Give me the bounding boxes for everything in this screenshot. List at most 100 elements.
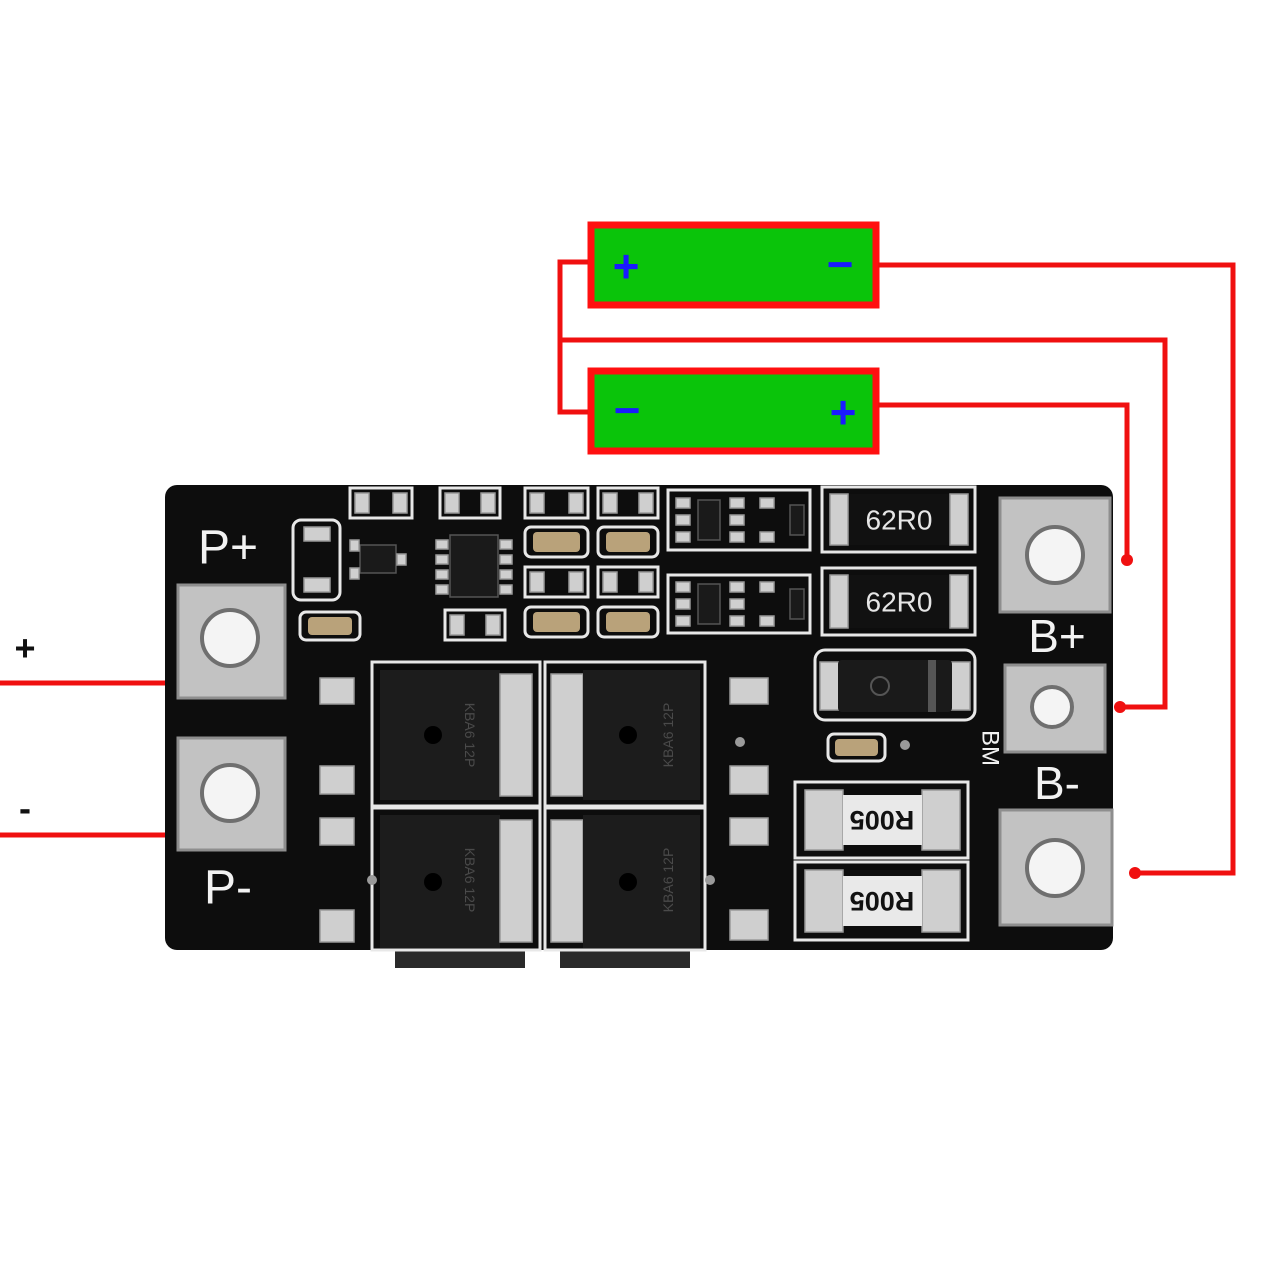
via (705, 875, 715, 885)
via (900, 740, 910, 750)
smd-capacitor (826, 732, 887, 763)
mosfet-top-left: KBA6 12P (370, 660, 542, 808)
mosfet-tl-outline (370, 660, 542, 808)
protection-ic-body (697, 583, 721, 625)
soic8-body (449, 534, 499, 598)
battery-bottom-body (587, 367, 880, 455)
protection-ic-pin (759, 581, 775, 593)
protection-ic-top (666, 488, 812, 552)
sot23-pin (396, 553, 407, 566)
gate-pad (319, 909, 355, 943)
smd-cap (449, 614, 465, 636)
soic8-pin (435, 584, 449, 595)
smd-resistor (523, 565, 590, 599)
smd-outline (523, 525, 590, 559)
diode (813, 648, 977, 722)
protection-ic-pin (675, 581, 691, 593)
resistor-bottom-outline (820, 566, 977, 637)
mosfet-tr-tab (550, 673, 584, 797)
smd-cap (602, 571, 618, 593)
smd-capacitor (596, 525, 660, 559)
gate-pad (319, 677, 355, 705)
pad-bm (1003, 663, 1107, 754)
shunt-r005-bottom: R005 (793, 860, 970, 942)
pack-minus-label: - (19, 788, 31, 829)
smd-capacitor (298, 610, 362, 642)
mosfet-tr-marking: KBA6 12P (660, 703, 676, 768)
shunt-bottom-cap-left (804, 869, 844, 933)
smd-cap (638, 492, 654, 514)
battery-bottom-minus-sign: − (614, 384, 641, 436)
protection-ic-pin (729, 497, 745, 509)
diode-body (838, 660, 952, 712)
wire-b-plus (878, 402, 1130, 560)
mosfet-bl-tab (499, 819, 533, 943)
label-p-minus: P- (204, 862, 252, 915)
resistor-bottom-body (830, 575, 968, 628)
smd-cap (602, 492, 618, 514)
protection-ic-pin (675, 531, 691, 543)
shunt-bottom-body (843, 876, 922, 926)
resistor-bottom-marking: 62R0 (866, 587, 933, 618)
via (735, 737, 745, 747)
mosfet-tr-body (583, 670, 700, 800)
smd-outline (298, 610, 362, 642)
resistor-top-cap-left (829, 493, 849, 546)
shunt-top-marking: R005 (850, 805, 915, 835)
shunt-bottom-outline (793, 860, 970, 942)
label-bm: BM (977, 730, 1004, 766)
pad-b-plus-hole (1025, 525, 1085, 585)
protection-ic-pin (729, 581, 745, 593)
protection-ic-pin (675, 598, 691, 610)
shunt-top-outline (793, 780, 970, 860)
mosfet-top-right: KBA6 12P (543, 660, 707, 808)
shunt-top-body (843, 795, 922, 845)
protection-ic-body (697, 499, 721, 541)
diode-outline (813, 648, 977, 722)
gate-pad (729, 909, 769, 941)
smd-cap (606, 532, 650, 552)
protection-ic-pin (759, 531, 775, 543)
smd-cap (568, 571, 584, 593)
smd-outline (291, 518, 342, 602)
smd-resistor (523, 486, 590, 520)
mosfet-br-marking: KBA6 12P (660, 848, 676, 913)
mosfet-bl-dot (424, 873, 442, 891)
smd-cap (485, 614, 501, 636)
smd-outline (523, 605, 590, 639)
smd-cap (354, 492, 370, 514)
smd-resistor (596, 565, 660, 599)
mosfet-tr-outline (543, 660, 707, 808)
mosfet-br-tab (550, 819, 584, 943)
resistor-62r0-bottom: 62R0 (820, 566, 977, 637)
pad-b-plus (998, 496, 1112, 614)
resistor-top-body (830, 494, 968, 545)
smd-capacitor (596, 605, 660, 639)
pad-bm-hole (1030, 685, 1074, 729)
battery-bottom-plus-sign: + (830, 386, 857, 438)
smd-outline (596, 565, 660, 599)
protection-ic-pin (729, 531, 745, 543)
soic8-ic (435, 534, 513, 598)
shunt-r005-top: R005 (793, 780, 970, 860)
smd-cap (303, 577, 331, 593)
soic8-pin (435, 569, 449, 580)
resistor-bottom-cap-left (829, 574, 849, 629)
mosfet-tl-dot (424, 726, 442, 744)
smd-cap (529, 571, 545, 593)
pad-p-plus (176, 583, 287, 700)
pack-plus-label: + (14, 628, 35, 669)
pad-b-minus (998, 808, 1114, 927)
mosfet-tl-marking: KBA6 12P (462, 703, 478, 768)
sot23-transistor (349, 539, 407, 580)
soic8-pin (499, 539, 513, 550)
protection-ic-body (789, 588, 805, 620)
smd-outline (596, 605, 660, 639)
gate-pad (319, 765, 355, 795)
battery-bottom: − + (587, 367, 880, 455)
smd-capacitor-tall (291, 518, 342, 602)
wire-series-link (557, 259, 588, 415)
pcb-board: P+ P- B+ B- BM 62R0 62R0 (165, 485, 1114, 968)
smd-outline (348, 486, 414, 520)
protection-ic-pin (759, 497, 775, 509)
